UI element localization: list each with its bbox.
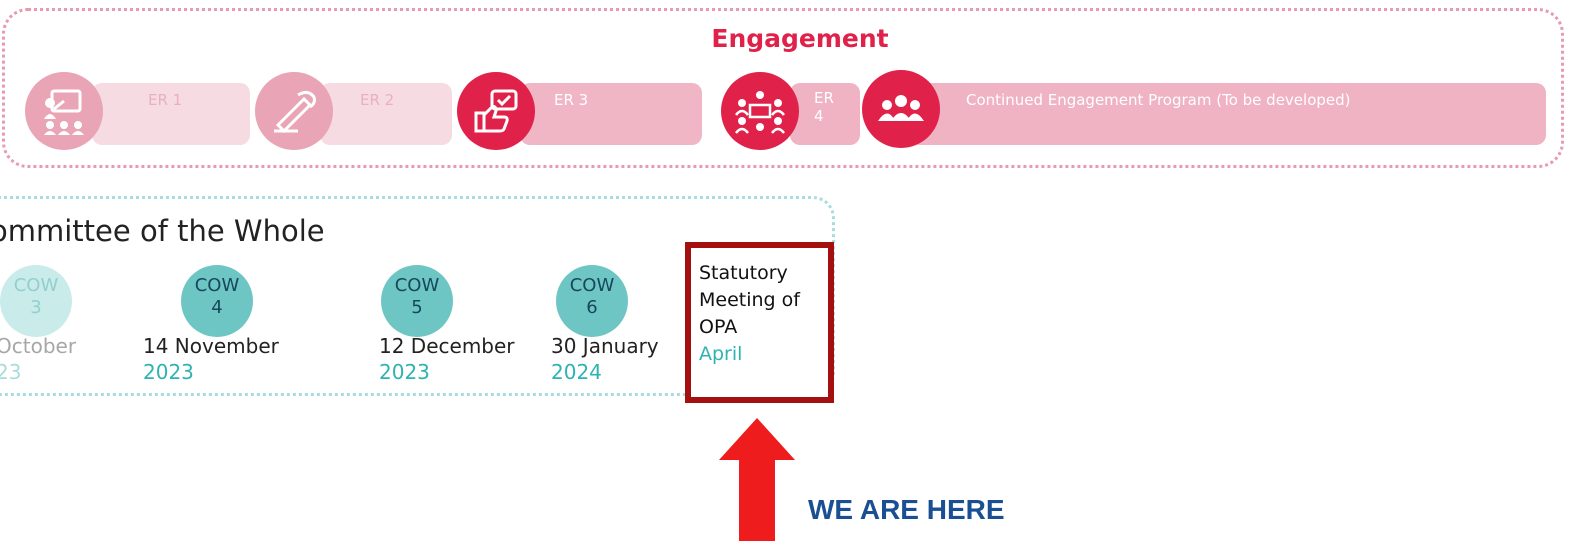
statutory-line3: OPA [699, 316, 738, 338]
cow4-abbr: COW [194, 275, 240, 296]
cow3-abbr: COW [13, 275, 59, 296]
engagement-panel [2, 8, 1564, 168]
cow6-date: 30 January 2024 [551, 333, 659, 385]
we-are-here-label: WE ARE HERE [808, 494, 1005, 525]
cow4-number: 4 [211, 297, 223, 318]
continued-engagement-circle [862, 70, 940, 148]
cow4-date-label: 14 November [143, 334, 279, 358]
statutory-line2: Meeting of [699, 289, 800, 311]
er2-label: ER 2 [360, 91, 395, 109]
presentation-icon [44, 89, 84, 135]
er1-bar: ER 1 [92, 83, 250, 145]
cow3-year: 23 [0, 360, 22, 384]
cow3-date-label: October [0, 334, 77, 358]
cow5-abbr: COW [394, 275, 440, 296]
cow6-number: 6 [586, 297, 598, 318]
cow4-circle: COW 4 [181, 265, 253, 337]
people-group-icon [878, 95, 924, 121]
cow4-date: 14 November 2023 [143, 333, 279, 385]
er1-label: ER 1 [148, 91, 183, 109]
continued-engagement-label: Continued Engagement Program (To be deve… [966, 91, 1351, 109]
cow3-date: October 23 [0, 333, 76, 385]
statutory-month: April [699, 343, 743, 365]
cow5-number: 5 [411, 297, 423, 318]
cow6-date-label: 30 January [551, 334, 659, 358]
er2-circle [255, 72, 333, 150]
feedback-thumbs-up-icon [474, 89, 518, 133]
cow6-abbr: COW [569, 275, 615, 296]
cow3-number: 3 [30, 297, 42, 318]
cow5-date-label: 12 December [379, 334, 515, 358]
er4-circle [721, 72, 799, 150]
statutory-line1: Statutory [699, 262, 788, 284]
er4-label-line2: 4 [814, 107, 824, 125]
cow4-year: 2023 [143, 360, 194, 384]
group-discussion-icon [735, 91, 785, 134]
writing-hand-icon [274, 90, 316, 134]
statutory-meeting-highlight: Statutory Meeting of OPA April [685, 242, 834, 403]
er2-bar: ER 2 [320, 83, 452, 145]
cow6-circle: COW 6 [556, 265, 628, 337]
cow-title: ommittee of the Whole [0, 214, 325, 248]
er4-label-line1: ER [814, 89, 834, 107]
er4-bar: ER 4 [790, 83, 860, 145]
engagement-title: Engagement [711, 24, 889, 53]
continued-engagement-bar: Continued Engagement Program (To be deve… [910, 83, 1546, 145]
cow5-year: 2023 [379, 360, 430, 384]
cow5-circle: COW 5 [381, 265, 453, 337]
cow5-date: 12 December 2023 [379, 333, 515, 385]
er3-bar: ER 3 [520, 83, 702, 145]
up-arrow-icon [719, 418, 795, 541]
er3-circle [457, 72, 535, 150]
cow3-circle: COW 3 [0, 265, 72, 337]
er3-label: ER 3 [554, 91, 589, 109]
cow6-year: 2024 [551, 360, 602, 384]
er1-circle [25, 72, 103, 150]
